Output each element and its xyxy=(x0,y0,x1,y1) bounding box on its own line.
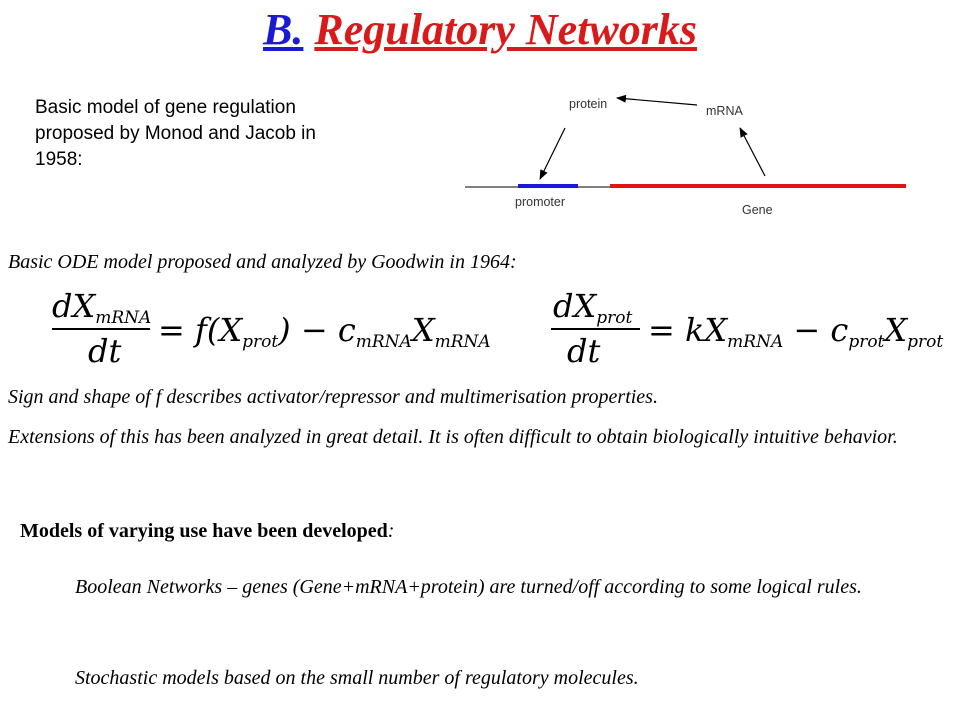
gene-to-mrna-arrow xyxy=(739,127,766,177)
extensions-text: Extensions of this has been analyzed in … xyxy=(8,426,898,448)
equation-mrna: dXmRNA dt = f(Xprot) − cmRNAXmRNA xyxy=(52,287,490,368)
eq1-rhs: = f(Xprot) − cmRNAXmRNA xyxy=(158,311,490,352)
title-text: Regulatory Networks xyxy=(314,5,697,54)
eq2-denominator: dt xyxy=(567,332,600,368)
sign-shape-text: Sign and shape of f describes activator/… xyxy=(8,386,658,408)
page-title: B. Regulatory Networks xyxy=(0,4,960,55)
protein-label: protein xyxy=(569,97,607,111)
mrna-label: mRNA xyxy=(706,104,743,118)
equation-protein: dXprot dt = kXmRNA − cprotXprot xyxy=(551,287,943,368)
gene-regulation-diagram: protein mRNA promoter Gene xyxy=(465,94,906,217)
models-heading-text: Models of varying use have been develope… xyxy=(20,520,388,542)
eq1-denominator: dt xyxy=(88,332,121,368)
mrna-to-protein-arrow xyxy=(616,94,698,106)
promoter-label: promoter xyxy=(515,195,565,209)
eq2-rhs: = kXmRNA − cprotXprot xyxy=(648,311,943,352)
goodwin-text: Basic ODE model proposed and analyzed by… xyxy=(8,251,517,273)
models-heading-colon: : xyxy=(387,520,395,542)
eq1-numerator: dXmRNA xyxy=(52,287,151,328)
stochastic-models-text: Stochastic models based on the small num… xyxy=(75,667,639,689)
gene-label: Gene xyxy=(742,203,773,217)
models-heading: Models of varying use have been develope… xyxy=(20,520,394,543)
intro-text: Basic model of gene regulation proposed … xyxy=(35,97,316,170)
boolean-networks-text: Boolean Networks – genes (Gene+mRNA+prot… xyxy=(75,576,862,598)
title-section-letter: B. xyxy=(263,5,304,54)
protein-to-promoter-arrow xyxy=(539,127,566,180)
eq2-numerator: dXprot xyxy=(553,287,633,328)
